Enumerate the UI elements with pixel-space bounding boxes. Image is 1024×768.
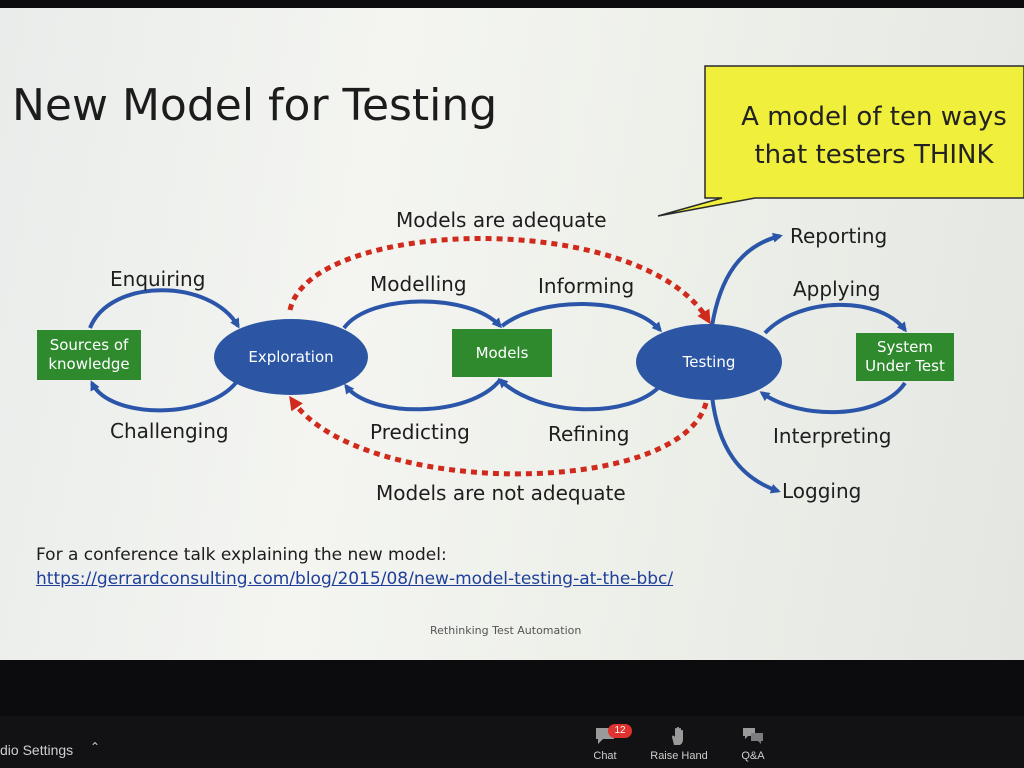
label-models-not-adequate: Models are not adequate [376, 481, 626, 505]
meeting-controls-bar: dio Settings ⌃ 12 Chat Raise Hand Q&A [0, 716, 1024, 768]
challenging-arrow [90, 378, 240, 413]
qa-label: Q&A [741, 750, 765, 762]
raise-hand-label: Raise Hand [650, 750, 708, 762]
slide-title: New Model for Testing [12, 80, 498, 131]
callout-line: that testers THINK [754, 140, 994, 170]
node-label-line: Sources of [49, 336, 129, 354]
models-not-adequate-arrow [289, 395, 709, 477]
audio-settings-button[interactable]: dio Settings [0, 742, 74, 758]
modelling-arrow [342, 299, 503, 330]
conference-talk-link[interactable]: https://gerrardconsulting.com/blog/2015/… [36, 569, 674, 589]
testing-model-diagram [88, 232, 907, 494]
label-models-adequate: Models are adequate [396, 208, 607, 232]
testing-node: Testing [636, 324, 782, 400]
predicting-arrow [344, 378, 502, 412]
label-logging: Logging [782, 479, 862, 503]
hand-icon [672, 726, 683, 745]
applying-arrow [763, 302, 907, 335]
label-modelling: Modelling [370, 272, 467, 296]
conference-talk-text: For a conference talk explaining the new… [36, 545, 447, 565]
chat-unread-badge: 12 [608, 724, 632, 738]
chat-label: Chat [593, 750, 617, 762]
raise-hand-button[interactable]: Raise Hand [644, 722, 714, 766]
qa-icon [743, 728, 763, 744]
label-predicting: Predicting [370, 420, 470, 444]
slide-footer: Rethinking Test Automation [430, 624, 582, 637]
callout-bubble [657, 65, 1024, 217]
refining-arrow [497, 377, 662, 412]
node-label-line: Under Test [865, 357, 945, 375]
presentation-slide: New Model for Testing A model of ten way… [0, 8, 1024, 660]
label-interpreting: Interpreting [773, 424, 892, 448]
qa-button[interactable]: Q&A [718, 722, 788, 766]
chevron-up-icon[interactable]: ⌃ [90, 740, 101, 754]
logging-arrow [710, 395, 781, 494]
interpreting-arrow [759, 381, 907, 415]
system-under-test-node: System Under Test [856, 333, 954, 381]
chat-button[interactable]: 12 Chat [570, 722, 640, 766]
sources-of-knowledge-node: Sources of knowledge [37, 330, 141, 380]
node-label-line: System [877, 338, 933, 356]
label-enquiring: Enquiring [110, 267, 206, 291]
callout-line: A model of ten ways [741, 102, 1007, 132]
callout-text: A model of ten ways that testers THINK [724, 98, 1024, 174]
enquiring-arrow [88, 288, 240, 329]
reporting-arrow [710, 232, 783, 327]
label-applying: Applying [793, 277, 881, 301]
label-informing: Informing [538, 274, 635, 298]
models-adequate-arrow [287, 236, 711, 325]
models-node: Models [452, 329, 552, 377]
label-challenging: Challenging [110, 419, 229, 443]
label-refining: Refining [548, 422, 630, 446]
exploration-node: Exploration [214, 319, 368, 395]
node-label-line: knowledge [48, 355, 130, 373]
label-reporting: Reporting [790, 224, 888, 248]
informing-arrow [500, 302, 662, 333]
